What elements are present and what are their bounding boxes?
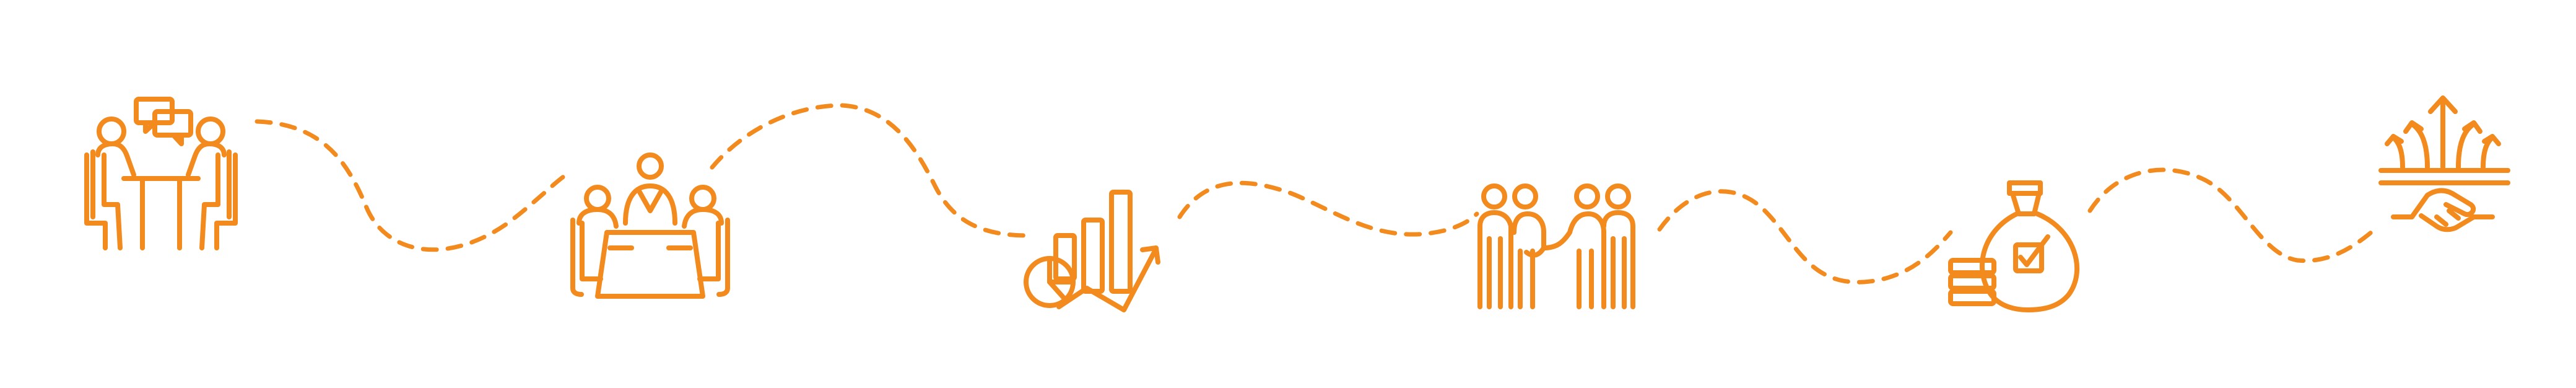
path-segment-4 bbox=[1657, 189, 1953, 284]
path-segment-2 bbox=[710, 103, 1030, 238]
path-segment-3 bbox=[1177, 180, 1479, 237]
deal-handshake-icon bbox=[2378, 95, 2510, 232]
partnership-icon bbox=[1477, 183, 1635, 309]
dashed-path bbox=[255, 103, 2377, 284]
consultation-icon bbox=[84, 97, 238, 250]
money-bag-icon bbox=[1948, 180, 2080, 312]
growth-chart-icon bbox=[1024, 190, 1160, 312]
path-segment-1 bbox=[255, 119, 566, 252]
meeting-icon bbox=[570, 152, 730, 299]
path-segment-5 bbox=[2087, 167, 2377, 263]
